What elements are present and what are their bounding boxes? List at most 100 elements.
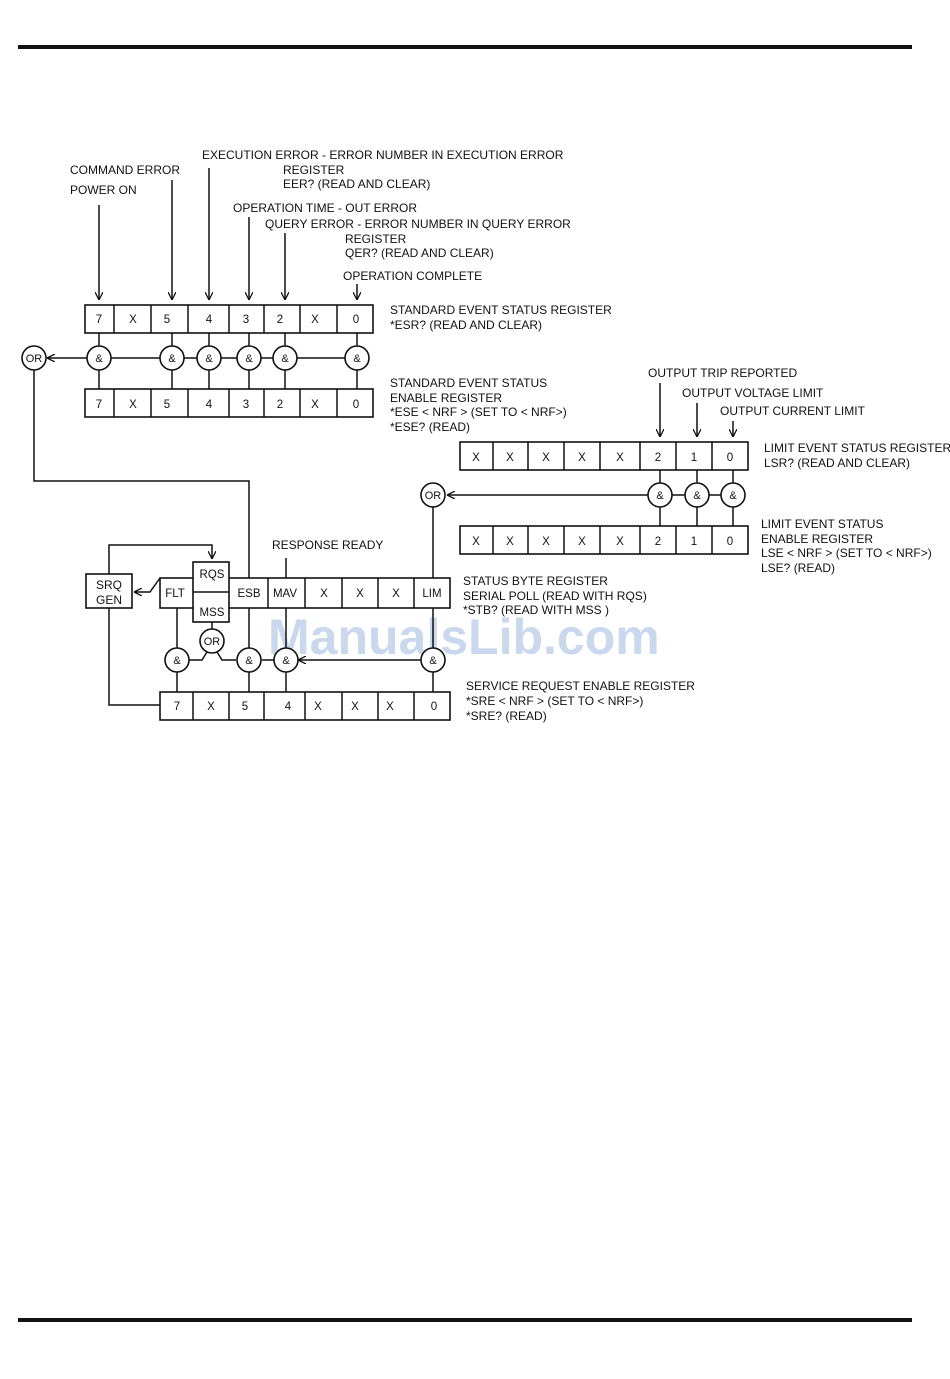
ese-label-4: *ESE? (READ) — [390, 420, 470, 434]
esr-and-gates: & & & & & & — [86, 345, 370, 371]
and-gate-label: & — [353, 353, 361, 365]
sre-bit-0: 0 — [431, 701, 437, 713]
sre-label-3: *SRE? (READ) — [466, 709, 547, 723]
and-gate-label: & — [656, 490, 664, 502]
esr-label-2: *ESR? (READ AND CLEAR) — [390, 318, 542, 332]
esb-summary-line — [33, 370, 250, 580]
output-voltage-limit-label: OUTPUT VOLTAGE LIMIT — [682, 386, 824, 400]
stb-lim: LIM — [422, 588, 441, 600]
ese-bit-2: 2 — [277, 399, 283, 411]
lse-bit-6: X — [506, 536, 514, 548]
and-gate-label: & — [281, 353, 289, 365]
lse-label-2: ENABLE REGISTER — [761, 532, 873, 546]
ese-bit-0: 0 — [353, 399, 359, 411]
status-byte-register: RQS MSS FLT ESB MAV X X X LIM — [159, 561, 451, 623]
sre-bit-7: 7 — [174, 701, 180, 713]
ese-bit-7: 7 — [96, 399, 102, 411]
esr-bit-7: 7 — [96, 314, 102, 326]
sre-label-2: *SRE < NRF > (SET TO < NRF>) — [466, 694, 643, 708]
lsr-and-gates: & & & — [647, 482, 746, 508]
watermark: ManualsLib.com — [268, 609, 660, 665]
stb-flt: FLT — [165, 588, 185, 600]
stb-label-2: SERIAL POLL (READ WITH RQS) — [463, 589, 647, 603]
operation-timeout-label: OPERATION TIME - OUT ERROR — [233, 201, 417, 215]
esr-label-1: STANDARD EVENT STATUS REGISTER — [390, 303, 612, 317]
srq-to-rqs-line — [108, 544, 212, 574]
lsr-bit-4: X — [578, 452, 586, 464]
lsr-label-2: LSR? (READ AND CLEAR) — [764, 456, 910, 470]
ese-label-2: ENABLE REGISTER — [390, 391, 502, 405]
sre-bit-6: X — [207, 701, 215, 713]
stb-mav: MAV — [273, 588, 297, 600]
ese-bit-5: 5 — [164, 399, 170, 411]
response-ready-label: RESPONSE READY — [272, 538, 383, 552]
sre-bit-1: X — [386, 701, 394, 713]
stb-bit-3: X — [320, 588, 328, 600]
ese-bit-4: 4 — [206, 399, 213, 411]
operation-complete-label: OPERATION COMPLETE — [343, 269, 482, 283]
query-error-label-3: QER? (READ AND CLEAR) — [345, 246, 494, 260]
lse-label-1: LIMIT EVENT STATUS — [761, 517, 883, 531]
lse-bit-7: X — [472, 536, 480, 548]
and-gate-label: & — [729, 490, 737, 502]
esr-or-gate-label: OR — [26, 353, 43, 365]
and-gate-label: & — [282, 655, 290, 667]
lsr-bit-5: X — [542, 452, 550, 464]
mss-or-gate — [199, 628, 225, 654]
stb-label-1: STATUS BYTE REGISTER — [463, 574, 608, 588]
ese-bit-1: X — [311, 399, 319, 411]
srq-label: SRQ — [96, 578, 122, 592]
status-byte-to-srq-arrow — [134, 577, 161, 592]
execution-error-label-1: EXECUTION ERROR - ERROR NUMBER IN EXECUT… — [202, 148, 564, 162]
and-gate-label: & — [205, 353, 213, 365]
stb-esb: ESB — [237, 588, 260, 600]
mss-label: MSS — [200, 607, 225, 619]
standard-event-status-register: 7 X 5 4 3 2 X 0 — [84, 304, 374, 334]
lsr-label-1: LIMIT EVENT STATUS REGISTER — [764, 441, 950, 455]
esr-bit-1: X — [311, 314, 319, 326]
output-current-limit-label: OUTPUT CURRENT LIMIT — [720, 404, 866, 418]
sre-bit-3: X — [314, 701, 322, 713]
lsr-bit-0: 0 — [727, 452, 733, 464]
sre-to-srq-line — [108, 608, 160, 706]
and-gate-label: & — [173, 655, 181, 667]
lsr-bit-7: X — [472, 452, 480, 464]
stb-label-3: *STB? (READ WITH MSS ) — [463, 603, 609, 617]
and-gate-label: & — [245, 353, 253, 365]
and-gate-label: & — [168, 353, 176, 365]
ese-label-1: STANDARD EVENT STATUS — [390, 376, 547, 390]
esr-gate-links — [98, 333, 358, 389]
lse-bit-0: 0 — [727, 536, 733, 548]
sre-bit-5: 5 — [242, 701, 248, 713]
sre-bit-2: X — [351, 701, 359, 713]
power-on-label: POWER ON — [70, 183, 137, 197]
service-request-enable-register: 7 X 5 4 X X X 0 — [159, 691, 451, 721]
execution-error-label-3: EER? (READ AND CLEAR) — [283, 177, 430, 191]
esr-bit-4: 4 — [206, 314, 213, 326]
sre-bit-4: 4 — [285, 701, 292, 713]
ese-bit-3: 3 — [243, 399, 249, 411]
sre-label-1: SERVICE REQUEST ENABLE REGISTER — [466, 679, 695, 693]
and-gate-label: & — [693, 490, 701, 502]
stb-bit-1: X — [392, 588, 400, 600]
limit-event-status-register: X X X X X 2 1 0 — [459, 441, 749, 471]
ese-label-3: *ESE < NRF > (SET TO < NRF>) — [390, 405, 567, 419]
lsr-bit-2: 2 — [655, 452, 661, 464]
output-trip-label: OUTPUT TRIP REPORTED — [648, 366, 797, 380]
stb-and-gates: & & & & — [164, 647, 446, 673]
esr-bit-6: X — [129, 314, 137, 326]
lse-bit-4: X — [578, 536, 586, 548]
stb-bit-2: X — [356, 588, 364, 600]
rqs-label: RQS — [200, 569, 225, 581]
command-error-label: COMMAND ERROR — [70, 163, 180, 177]
gen-label: GEN — [96, 593, 122, 607]
lsr-bit-3: X — [616, 452, 624, 464]
execution-error-label-2: REGISTER — [283, 163, 345, 177]
ese-bit-6: X — [129, 399, 137, 411]
standard-event-enable-register: 7 X 5 4 3 2 X 0 — [84, 388, 374, 418]
lse-bit-5: X — [542, 536, 550, 548]
or-inputs-line-right — [216, 651, 236, 661]
query-error-label-2: REGISTER — [345, 232, 407, 246]
lse-bit-1: 1 — [691, 536, 697, 548]
